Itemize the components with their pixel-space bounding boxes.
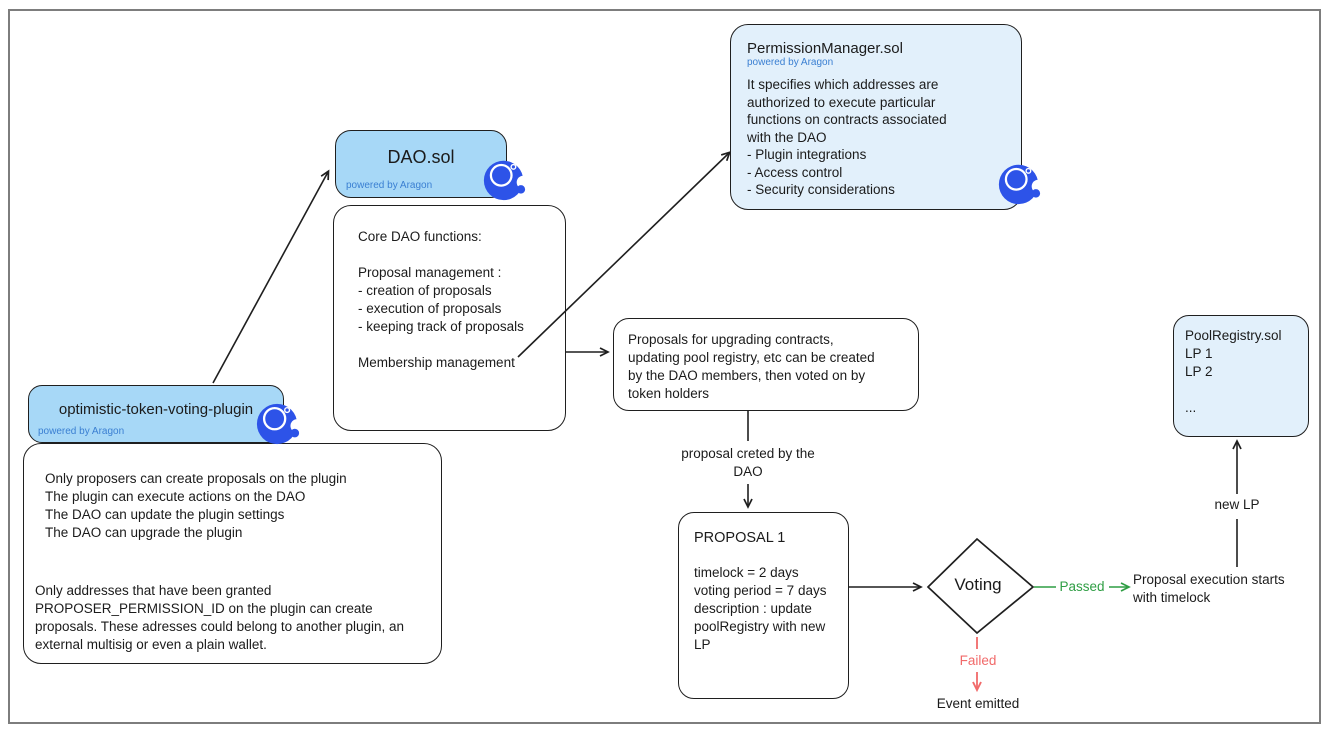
node-paragraph: Only addresses that have been granted PR… [35, 583, 405, 652]
node-body: Proposals for upgrading contracts, updat… [628, 332, 875, 401]
powered-by-label: powered by Aragon [747, 57, 834, 68]
node-body: Core DAO functions: Proposal management … [358, 229, 524, 370]
node-title: DAO.sol [387, 147, 455, 167]
edge-label-proposal-created: proposal creted by the DAO [681, 446, 815, 479]
node-title: PROPOSAL 1 [694, 530, 786, 546]
node-body: PoolRegistry.sol LP 1 LP 2 ... [1185, 328, 1282, 415]
node-pool-registry: PoolRegistry.sol LP 1 LP 2 ... [1173, 315, 1309, 437]
node-body: It specifies which addresses are authori… [747, 77, 947, 197]
edge-label-new-lp: new LP [1214, 497, 1260, 512]
node-title: PermissionManager.sol [747, 40, 903, 57]
node-plugin: optimistic-token-voting-plugin powered b… [28, 385, 304, 445]
node-title: optimistic-token-voting-plugin [58, 401, 254, 418]
aragon-logo-icon [482, 157, 530, 202]
powered-by-label: powered by Aragon [38, 426, 125, 437]
powered-by-label: powered by Aragon [346, 180, 433, 191]
aragon-logo-icon [255, 400, 304, 445]
event-emitted-label: Event emitted [936, 696, 1020, 711]
node-paragraph: Only proposers can create proposals on t… [45, 471, 347, 540]
node-plugin-details: Only proposers can create proposals on t… [23, 443, 442, 664]
diagram-frame [8, 9, 1321, 724]
node-dao: DAO.sol powered by Aragon [335, 130, 530, 201]
node-proposals-info: Proposals for upgrading contracts, updat… [613, 318, 919, 411]
node-core-functions: Core DAO functions: Proposal management … [333, 205, 566, 431]
node-body: timelock = 2 days voting period = 7 days… [694, 565, 827, 652]
execution-label: Proposal execution starts with timelock [1133, 572, 1285, 605]
node-proposal-1: PROPOSAL 1 timelock = 2 days voting peri… [678, 512, 849, 699]
voting-label: Voting [954, 575, 1002, 594]
edge-label-passed: Passed [1059, 579, 1105, 594]
edge-label-failed: Failed [959, 653, 997, 668]
node-permission-manager: PermissionManager.sol powered by Aragon … [730, 24, 1045, 210]
aragon-logo-icon [997, 161, 1045, 206]
